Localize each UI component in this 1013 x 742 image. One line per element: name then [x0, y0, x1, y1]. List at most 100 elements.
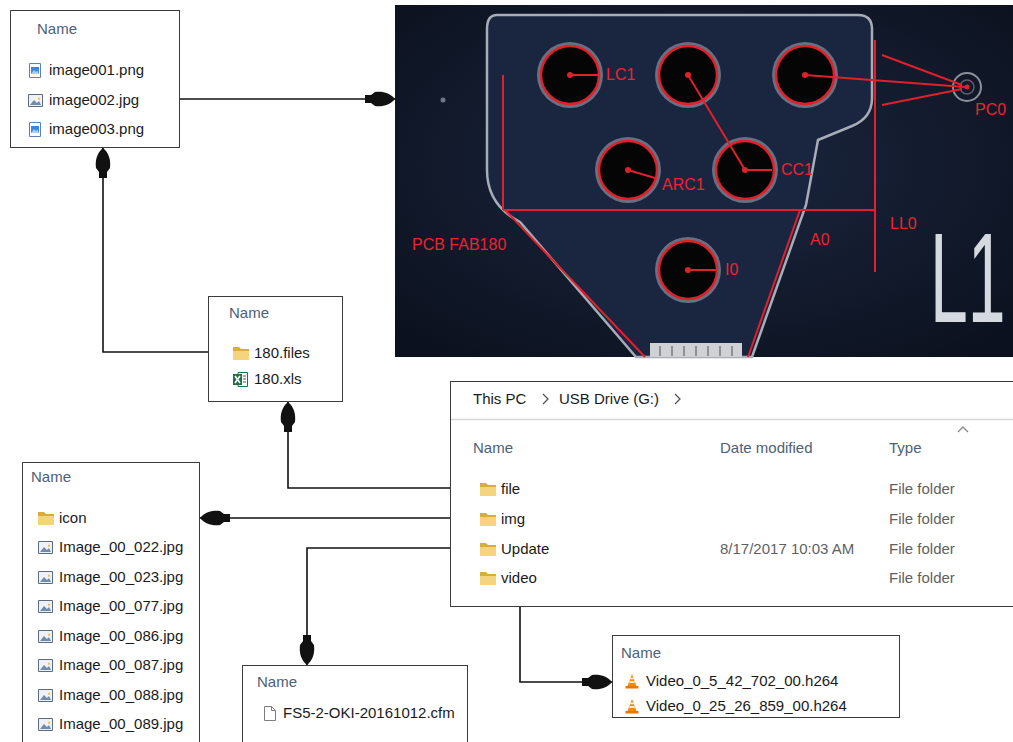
- pad-halo: [655, 42, 721, 108]
- xls-icon-part: [235, 376, 240, 383]
- folder-icon-part: [38, 512, 54, 525]
- folder-icon-part: [480, 487, 496, 496]
- file-list-box: NameFS5-2-OKI-20161012.cfm: [242, 665, 468, 742]
- pad-center: [625, 167, 631, 173]
- file-icon-part: [265, 707, 276, 721]
- png-icon-part: [30, 64, 41, 78]
- jpg-icon-part: [30, 100, 41, 105]
- breadcrumb-chevron: [675, 394, 680, 404]
- file-list-box: NameVideo_0_5_42_702_00.h264Video_0_25_2…: [612, 635, 900, 718]
- folder-icon-part: [480, 572, 496, 585]
- arrow-head: [96, 148, 110, 178]
- folder-icon-part: [480, 576, 496, 585]
- connector-stripes: [660, 346, 732, 356]
- pad-center: [965, 85, 970, 90]
- folder-icon: [480, 513, 496, 526]
- pcb-photo-ground: [395, 5, 1013, 357]
- jpg-icon: [29, 95, 43, 107]
- jpg-icon-part: [40, 695, 51, 700]
- jpg-icon-part: [39, 601, 53, 613]
- jpg-icon-part: [39, 719, 53, 731]
- connector-piece: [650, 343, 742, 357]
- pad-label: I0: [725, 261, 738, 279]
- png-icon-part: [31, 126, 39, 133]
- file-name: Video_0_25_26_859_00.h264: [646, 697, 847, 715]
- file-name: Image_00_087.jpg: [59, 656, 183, 674]
- jpg-icon-part: [39, 690, 53, 702]
- jpg-icon-part: [39, 542, 53, 554]
- column-header: Name: [621, 644, 661, 662]
- column-header: Name: [257, 673, 297, 691]
- jpg-icon: [39, 690, 53, 702]
- folder-icon-part: [233, 347, 249, 360]
- file-icon-part: [272, 707, 276, 711]
- jpg-icon-part: [48, 693, 50, 695]
- column-header: Name: [229, 304, 269, 322]
- pad: [659, 46, 717, 104]
- measure-label: LL0: [890, 215, 917, 233]
- pad: [776, 46, 834, 104]
- connector: [288, 402, 450, 488]
- jpg-icon: [39, 631, 53, 643]
- breadcrumb: USB Drive (G:): [559, 390, 659, 408]
- vlc-icon-part: [628, 674, 637, 686]
- file-type: File folder: [889, 540, 955, 558]
- vlc-icon-part: [626, 711, 639, 714]
- file-icon: [265, 707, 276, 721]
- folder-icon-part: [480, 483, 496, 496]
- explorer-window: This PCUSB Drive (G:)NameDate modifiedTy…: [450, 381, 1013, 607]
- connector: [200, 517, 450, 519]
- file-name: FS5-2-OKI-20161012.cfm: [283, 704, 455, 722]
- folder-icon: [233, 347, 249, 360]
- folder-name: Update: [501, 540, 549, 558]
- breadcrumb: This PC: [473, 390, 526, 408]
- pad-label: PC0: [975, 101, 1006, 119]
- jpg-icon: [39, 719, 53, 731]
- file-name: Image_00_088.jpg: [59, 686, 183, 704]
- jpg-icon: [39, 572, 53, 584]
- file-list-box: Name180.files180.xls: [208, 296, 343, 402]
- xls-icon-part: [233, 374, 242, 385]
- column-header: Date modified: [720, 439, 813, 457]
- connector: [180, 98, 395, 100]
- vlc-icon-part: [626, 686, 639, 689]
- file-name: Image_00_023.jpg: [59, 568, 183, 586]
- date-modified: 8/17/2017 10:03 AM: [720, 540, 854, 558]
- measure-lines: [503, 40, 965, 357]
- folder-icon-part: [480, 547, 496, 556]
- sort-indicator: [958, 427, 968, 432]
- file-name: image003.png: [49, 120, 144, 138]
- pad-center: [685, 267, 691, 273]
- file-type: File folder: [889, 569, 955, 587]
- folder-icon: [480, 543, 496, 556]
- jpg-icon-part: [38, 98, 40, 100]
- arrow-head: [200, 511, 230, 525]
- xls-icon: [233, 373, 248, 387]
- file-list-box: Nameimage001.pngimage002.jpgimage003.png: [10, 10, 180, 148]
- folder-name: img: [501, 510, 525, 528]
- pad: [599, 141, 657, 199]
- breadcrumb-chevron: [543, 394, 548, 404]
- jpg-icon-part: [48, 722, 50, 724]
- column-header: Name: [37, 20, 77, 38]
- vlc-icon: [626, 699, 639, 714]
- folder-icon-part: [480, 513, 496, 526]
- folder-icon-part: [480, 543, 496, 556]
- jpg-icon-part: [48, 634, 50, 636]
- jpg-icon-part: [40, 577, 51, 582]
- folder-icon-part: [38, 516, 54, 525]
- jpg-icon-part: [40, 665, 51, 670]
- column-header: Type: [889, 439, 922, 457]
- pad-center: [802, 72, 808, 78]
- file-name: Image_00_077.jpg: [59, 597, 183, 615]
- breadcrumb-divider: [451, 419, 1013, 420]
- file-name: image001.png: [49, 61, 144, 79]
- pcb-photo: LC1ARC1CC1PC0PCB FAB180A0LL0I0L1: [395, 5, 1013, 357]
- jpg-icon-part: [48, 575, 50, 577]
- jpg-icon-part: [40, 606, 51, 611]
- pad-label: CC1: [781, 161, 813, 179]
- jpg-icon-part: [48, 663, 50, 665]
- file-type: File folder: [889, 510, 955, 528]
- connector: [520, 607, 612, 682]
- jpg-icon: [39, 542, 53, 554]
